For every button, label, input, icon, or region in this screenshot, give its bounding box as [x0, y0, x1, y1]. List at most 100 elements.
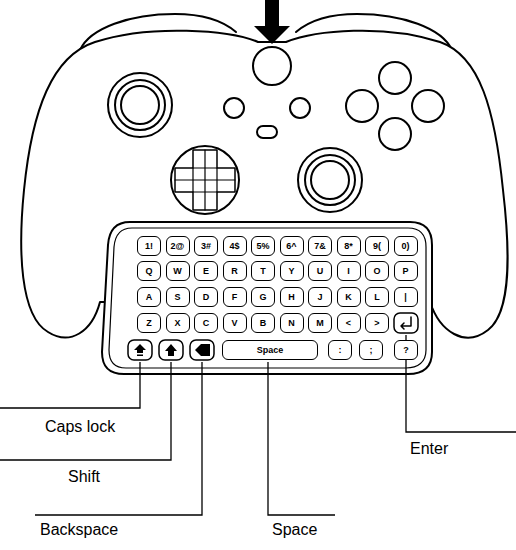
- callout-label: Backspace: [40, 521, 118, 539]
- callout-label: Space: [272, 521, 317, 539]
- key-legend: C: [203, 319, 210, 328]
- keyboard-key: 5%: [251, 236, 275, 256]
- key-legend: W: [173, 267, 182, 276]
- drawing-part: [134, 344, 210, 356]
- enter-icon: [401, 317, 411, 329]
- key-legend: H: [288, 293, 295, 302]
- shift-icon: [165, 344, 177, 356]
- key-legend: :: [339, 346, 342, 355]
- key-legend: N: [288, 319, 295, 328]
- drawing-part: [0, 335, 516, 515]
- keyboard-key: 8*: [337, 236, 361, 256]
- key-legend: Z: [146, 319, 152, 328]
- keyboard-key: J: [308, 287, 332, 307]
- key-legend: J: [317, 293, 322, 302]
- keyboard-key: A: [137, 287, 161, 307]
- shift-key: [159, 340, 183, 360]
- left-stick: [121, 86, 159, 124]
- keyboard-key: W: [166, 261, 190, 281]
- key-legend: F: [232, 293, 238, 302]
- key-legend: 5%: [256, 242, 269, 251]
- keyboard-key: K: [337, 287, 361, 307]
- key-legend: 4$: [229, 242, 239, 251]
- keyboard-key: |: [394, 287, 418, 307]
- key-legend: ?: [403, 346, 409, 355]
- chatpad-housing: [102, 222, 432, 374]
- keyboard-key: R: [223, 261, 247, 281]
- right-stick: [298, 148, 362, 212]
- keyboard-key: X: [166, 313, 190, 333]
- keyboard-key: ?: [394, 340, 418, 360]
- key-legend: T: [260, 267, 266, 276]
- key-legend: O: [373, 267, 380, 276]
- keyboard-key: U: [308, 261, 332, 281]
- drawing-part: [128, 313, 418, 360]
- left-stick: [108, 73, 172, 137]
- keyboard-key: I: [337, 261, 361, 281]
- keyboard-key: D: [194, 287, 218, 307]
- key-legend: I: [347, 267, 350, 276]
- leader-line: [406, 335, 516, 432]
- keyboard-key: 1!: [137, 236, 161, 256]
- caps-lock-key: [128, 340, 152, 360]
- keyboard-key: 0): [394, 236, 418, 256]
- keyboard-key: 9(: [365, 236, 389, 256]
- face-button: [379, 118, 411, 150]
- key-legend: B: [260, 319, 267, 328]
- pointer-arrow: [254, 0, 290, 44]
- keyboard-key: T: [251, 261, 275, 281]
- keyboard-key: L: [365, 287, 389, 307]
- keyboard-key: :: [328, 340, 352, 360]
- key-legend: 9(: [373, 242, 381, 251]
- key-legend: 6^: [286, 242, 296, 251]
- face-button: [379, 62, 411, 94]
- d-pad: [171, 146, 239, 214]
- key-legend: L: [374, 293, 380, 302]
- keyboard-key: E: [194, 261, 218, 281]
- key-legend: G: [259, 293, 266, 302]
- key-legend: X: [174, 319, 180, 328]
- keyboard-key: 2@: [166, 236, 190, 256]
- chatpad-rim: [109, 228, 426, 368]
- keyboard-key: <: [337, 313, 361, 333]
- key-legend: Q: [145, 267, 152, 276]
- keyboard-key: G: [251, 287, 275, 307]
- caps-lock-icon: [137, 355, 143, 357]
- space-bar: Space: [222, 340, 318, 360]
- leader-line: [268, 362, 335, 515]
- key-legend: U: [317, 267, 324, 276]
- enter-key: [394, 313, 418, 333]
- keyboard-key: 6^: [280, 236, 304, 256]
- face-button: [412, 90, 444, 122]
- caps-lock-icon: [134, 344, 146, 353]
- right-stick: [311, 161, 349, 199]
- callout-label: Caps lock: [45, 418, 115, 436]
- menu-button: [290, 98, 310, 118]
- keyboard-key: 4$: [223, 236, 247, 256]
- keyboard-key: 3#: [194, 236, 218, 256]
- key-legend: <: [346, 319, 351, 328]
- leader-line: [0, 362, 140, 408]
- share-button: [257, 126, 277, 138]
- key-legend: 3#: [201, 242, 211, 251]
- left-stick: [115, 80, 165, 130]
- keyboard-key: F: [223, 287, 247, 307]
- backspace-key: [190, 340, 214, 360]
- key-legend: R: [231, 267, 238, 276]
- key-legend: D: [203, 293, 210, 302]
- keyboard-key: Z: [137, 313, 161, 333]
- key-legend: 8*: [344, 242, 353, 251]
- key-legend: 7&: [314, 242, 326, 251]
- key-legend: 2@: [171, 242, 185, 251]
- keyboard-key: V: [223, 313, 247, 333]
- controller-body: [21, 31, 507, 338]
- d-pad-grid: [175, 150, 235, 210]
- guide-button: [253, 47, 291, 85]
- key-legend: Y: [288, 267, 294, 276]
- keyboard-key: B: [251, 313, 275, 333]
- key-legend: P: [402, 267, 408, 276]
- keyboard-key: P: [394, 261, 418, 281]
- callout-label: Enter: [410, 440, 448, 458]
- view-button: [224, 98, 244, 118]
